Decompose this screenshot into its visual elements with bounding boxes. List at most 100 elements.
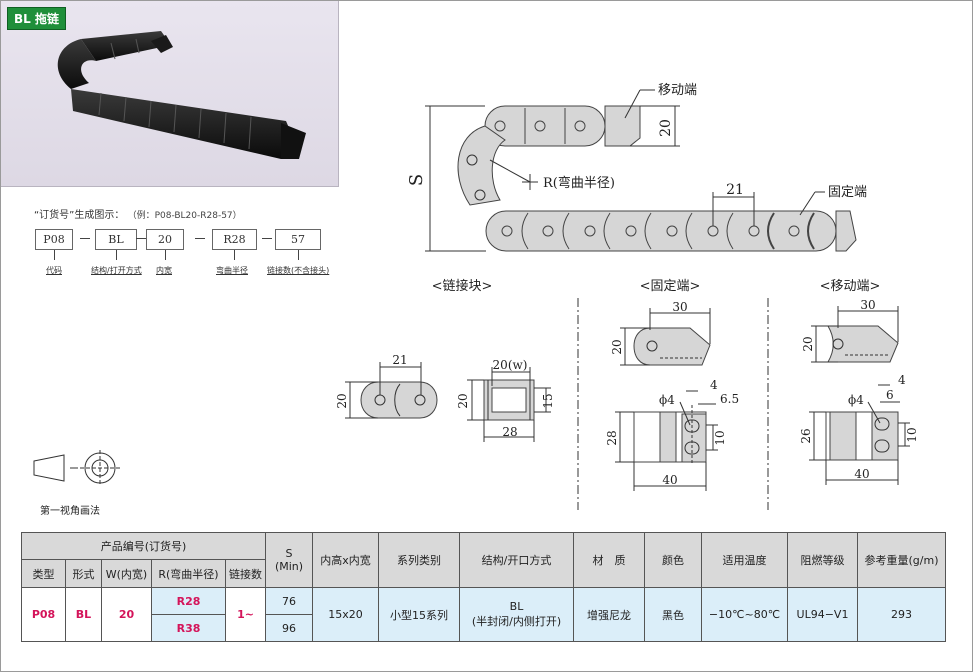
- th-s-sub: (Min): [274, 560, 304, 573]
- dim-moving-6: 6: [886, 388, 894, 402]
- code-tick: [298, 250, 299, 260]
- code-label-links: 链接数(不含接头): [267, 266, 330, 275]
- cell-material: 增强尼龙: [573, 587, 645, 642]
- spec-table: 产品编号(订货号) S (Min) 内高x内宽 系列类别 结构/开口方式 材 质…: [21, 532, 946, 642]
- dim-link-28: 28: [502, 425, 517, 439]
- code-label-radius: 弯曲半径: [216, 266, 248, 275]
- dim-moving-4: 4: [898, 373, 906, 387]
- cell-type: P08: [21, 587, 66, 642]
- dim-fixed-4: 4: [710, 378, 718, 392]
- th-radius: R(弯曲半径): [151, 559, 226, 588]
- product-photo-panel: BL 拖链: [1, 1, 339, 187]
- cell-structure: BL (半封闭/内侧打开): [459, 587, 574, 642]
- code-label-width: 内宽: [156, 266, 172, 275]
- title-fixed-end: <固定端>: [640, 279, 701, 294]
- cell-weight: 293: [857, 587, 946, 642]
- dim-fixed-phi4: ϕ4: [659, 393, 675, 407]
- cell-radius-2: R38: [151, 614, 226, 642]
- cell-inner-size: 15x20: [312, 587, 379, 642]
- label-radius: R(弯曲半径): [543, 175, 615, 191]
- dim-link-20: 20: [335, 393, 349, 408]
- dim-fixed-28: 28: [605, 430, 619, 445]
- order-code-example: （例：P08-BL20-R28-57）: [127, 211, 242, 221]
- drag-chain-photo: [57, 31, 306, 159]
- th-weight: 参考重量(g/m): [857, 532, 946, 588]
- th-width: W(内宽): [101, 559, 152, 588]
- label-fixed-end: 固定端: [828, 185, 867, 200]
- cell-structure-code: BL: [509, 600, 524, 613]
- code-tick: [54, 250, 55, 260]
- cell-links: 1~: [225, 587, 266, 642]
- th-form: 形式: [65, 559, 102, 588]
- cell-temperature: −10℃~80℃: [701, 587, 788, 642]
- dim-fixed-10: 10: [713, 430, 727, 445]
- code-dash: [136, 238, 146, 239]
- cell-flame-rating: UL94−V1: [787, 587, 858, 642]
- dim-link-21: 21: [392, 353, 407, 367]
- code-box-radius: R28: [212, 229, 257, 250]
- code-tick: [234, 250, 235, 260]
- cell-form: BL: [65, 587, 102, 642]
- first-angle-projection-icon: [33, 450, 120, 486]
- link-block-side-view: 21 20: [335, 353, 438, 419]
- dim-link-20w: 20(w): [493, 358, 528, 372]
- dim-moving-20: 20: [801, 336, 815, 351]
- cell-series: 小型15系列: [378, 587, 460, 642]
- moving-end-drawing: 30 20 ϕ4 4 6 26 10 40: [799, 298, 919, 485]
- code-box-links: 57: [275, 229, 321, 250]
- th-links: 链接数: [225, 559, 266, 588]
- code-label-type: 代码: [46, 266, 62, 275]
- th-material: 材 质: [573, 532, 645, 588]
- dim-fixed-30: 30: [672, 300, 687, 314]
- dim-moving-40: 40: [854, 467, 869, 481]
- fixed-end-drawing: 30 20 ϕ4 4 6.5 28 10 40: [605, 300, 739, 491]
- cell-s-2: 96: [265, 614, 313, 642]
- main-chain-drawing: S 20 21 移动端 固定端 R(弯曲半径): [406, 83, 867, 252]
- dim-moving-26: 26: [799, 428, 813, 443]
- cell-color: 黑色: [644, 587, 702, 642]
- dim-fixed-65: 6.5: [720, 392, 739, 406]
- cell-s-1: 76: [265, 587, 313, 615]
- title-link-block: <链接块>: [432, 278, 493, 294]
- dim-moving-10: 10: [905, 427, 919, 442]
- th-product-code: 产品编号(订货号): [21, 532, 266, 560]
- order-code-heading: “订货号”生成图示：: [34, 210, 125, 221]
- code-dash: [262, 238, 272, 239]
- dim-fixed-40: 40: [662, 473, 677, 487]
- cell-width: 20: [101, 587, 152, 642]
- code-dash: [195, 238, 205, 239]
- th-flame-rating: 阻燃等级: [787, 532, 858, 588]
- th-temperature: 适用温度: [701, 532, 788, 588]
- dim-21-main: 21: [726, 182, 744, 198]
- code-box-form: BL: [95, 229, 137, 250]
- cell-structure-desc: (半封闭/内侧打开): [471, 615, 562, 628]
- order-code-title: “订货号”生成图示： （例：P08-BL20-R28-57）: [34, 206, 242, 221]
- code-dash: [80, 238, 90, 239]
- code-label-form: 结构/打开方式: [91, 266, 142, 275]
- title-moving-end: <移动端>: [820, 279, 881, 294]
- cell-radius-1: R28: [151, 587, 226, 615]
- th-series: 系列类别: [378, 532, 460, 588]
- label-moving-end: 移动端: [658, 83, 697, 98]
- code-box-width: 20: [146, 229, 184, 250]
- th-color: 颜色: [644, 532, 702, 588]
- technical-drawing: S 20 21 移动端 固定端 R(弯曲半径) <链接块> <固定端> <移动端…: [33, 83, 919, 510]
- dim-moving-30: 30: [860, 298, 875, 312]
- link-block-front-view: 20(w) 20 15 28: [456, 358, 555, 442]
- dim-20-main: 20: [658, 119, 674, 137]
- dim-s: S: [406, 174, 427, 186]
- th-inner-size: 内高x内宽: [312, 532, 379, 588]
- code-box-type: P08: [35, 229, 73, 250]
- th-type: 类型: [21, 559, 66, 588]
- th-s-label: S: [285, 547, 293, 560]
- dim-link-b20: 20: [456, 393, 470, 408]
- code-tick: [116, 250, 117, 260]
- th-s: S (Min): [265, 532, 313, 588]
- dim-moving-phi4: ϕ4: [848, 393, 864, 407]
- dim-fixed-20: 20: [610, 339, 624, 354]
- th-structure: 结构/开口方式: [459, 532, 574, 588]
- dim-link-15: 15: [541, 393, 555, 408]
- product-badge: BL 拖链: [7, 7, 66, 30]
- code-tick: [165, 250, 166, 260]
- projection-label: 第一视角画法: [40, 506, 100, 517]
